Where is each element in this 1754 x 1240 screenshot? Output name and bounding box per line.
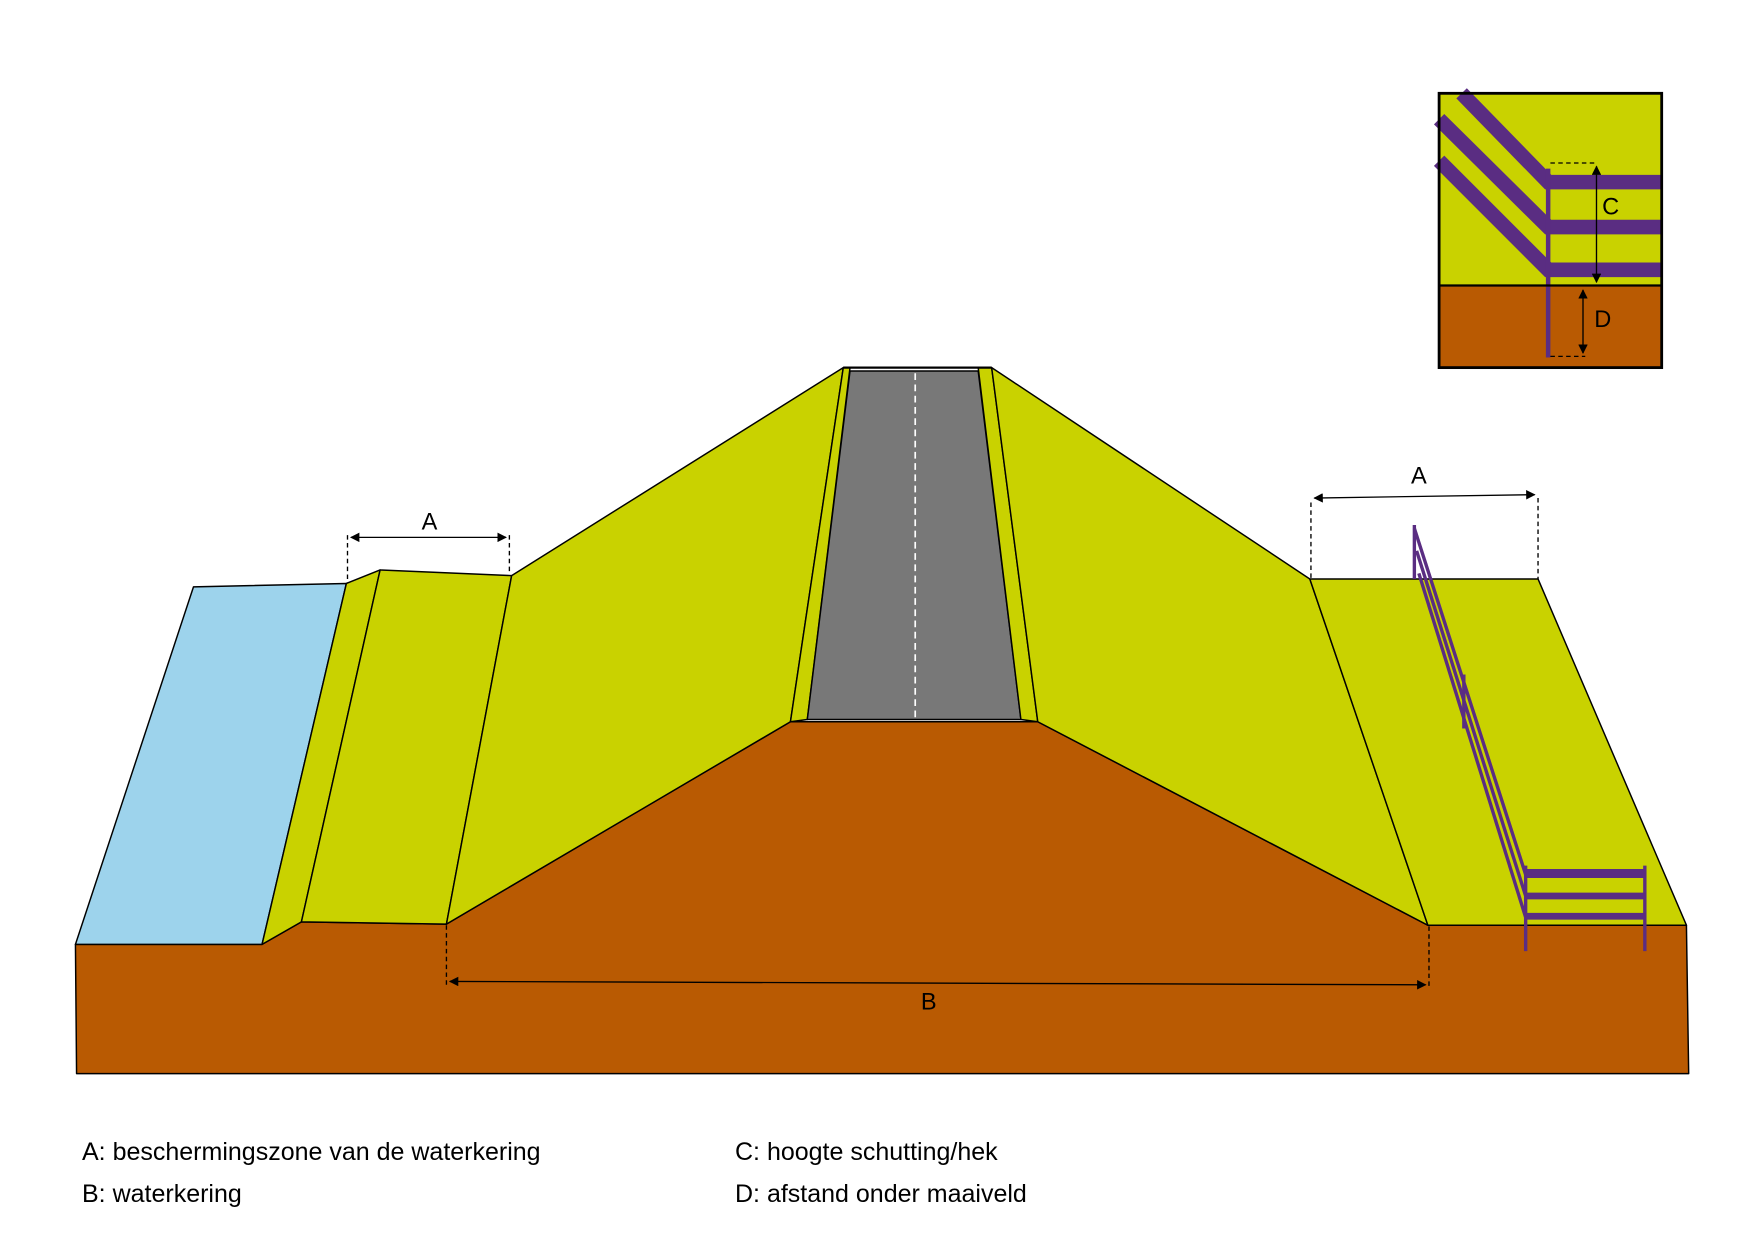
fence-detail-inset: C D bbox=[1433, 88, 1664, 370]
right-berm bbox=[1309, 578, 1688, 926]
dimension-a-right bbox=[1310, 490, 1539, 579]
legend-c: C: hoogte schutting/hek bbox=[735, 1138, 998, 1166]
label-b: B bbox=[921, 990, 937, 1016]
dimension-b bbox=[445, 925, 1430, 990]
legend-d: D: afstand onder maaiveld bbox=[735, 1180, 1027, 1208]
label-d: D bbox=[1594, 307, 1611, 333]
dimension-a-left bbox=[346, 532, 511, 584]
legend-b: B: waterkering bbox=[82, 1180, 242, 1208]
legend-a: A: beschermingszone van de waterkering bbox=[82, 1138, 541, 1166]
fence bbox=[1412, 525, 1647, 952]
label-a-right: A bbox=[1411, 463, 1427, 489]
label-a-left: A bbox=[422, 510, 438, 536]
label-c: C bbox=[1602, 195, 1619, 221]
